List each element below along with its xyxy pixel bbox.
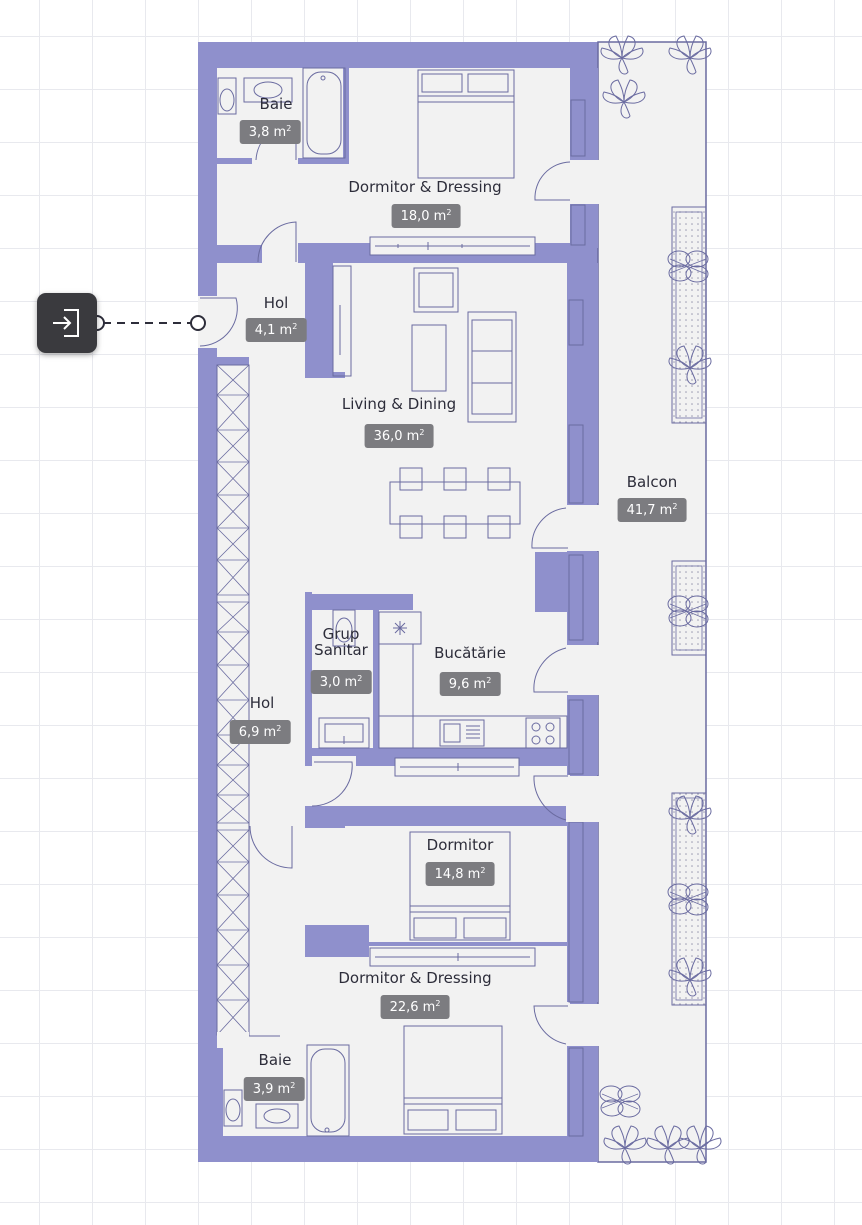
room-area-badge: 9,6 m2 bbox=[439, 672, 501, 696]
room-name: Dormitor & Dressing bbox=[348, 178, 502, 196]
room-name: Hol bbox=[263, 294, 289, 312]
room-name: Dormitor & Dressing bbox=[338, 969, 492, 987]
room-name: Grup Sanitar bbox=[314, 625, 368, 659]
room-area-badge: 22,6 m2 bbox=[380, 995, 450, 1019]
room-area-badge: 6,9 m2 bbox=[229, 720, 291, 744]
entry-button[interactable] bbox=[37, 293, 97, 353]
door-openings bbox=[198, 155, 600, 1048]
room-name: Living & Dining bbox=[341, 395, 457, 413]
entry-connector bbox=[89, 315, 206, 331]
room-area-badge: 3,0 m2 bbox=[310, 670, 372, 694]
room-area-badge: 3,8 m2 bbox=[239, 120, 301, 144]
left-facade-strip bbox=[216, 364, 250, 1036]
room-name: Baie bbox=[258, 1051, 292, 1069]
room-area-badge: 3,9 m2 bbox=[243, 1077, 305, 1101]
room-name: Dormitor bbox=[426, 836, 494, 854]
room-name: Baie bbox=[259, 95, 293, 113]
room-name: Bucătărie bbox=[434, 644, 506, 662]
room-name: Hol bbox=[249, 694, 275, 712]
room-area-badge: 14,8 m2 bbox=[425, 862, 495, 886]
room-area-badge: 4,1 m2 bbox=[245, 318, 307, 342]
furniture bbox=[217, 67, 568, 1137]
interior-walls bbox=[212, 68, 598, 1162]
enter-door-icon bbox=[53, 309, 79, 337]
room-area-badge: 18,0 m2 bbox=[391, 204, 461, 228]
door-swings bbox=[199, 123, 571, 1045]
room-name: Balcon bbox=[626, 473, 678, 491]
room-area-badge: 36,0 m2 bbox=[364, 424, 434, 448]
room-area-badge: 41,7 m2 bbox=[617, 498, 687, 522]
